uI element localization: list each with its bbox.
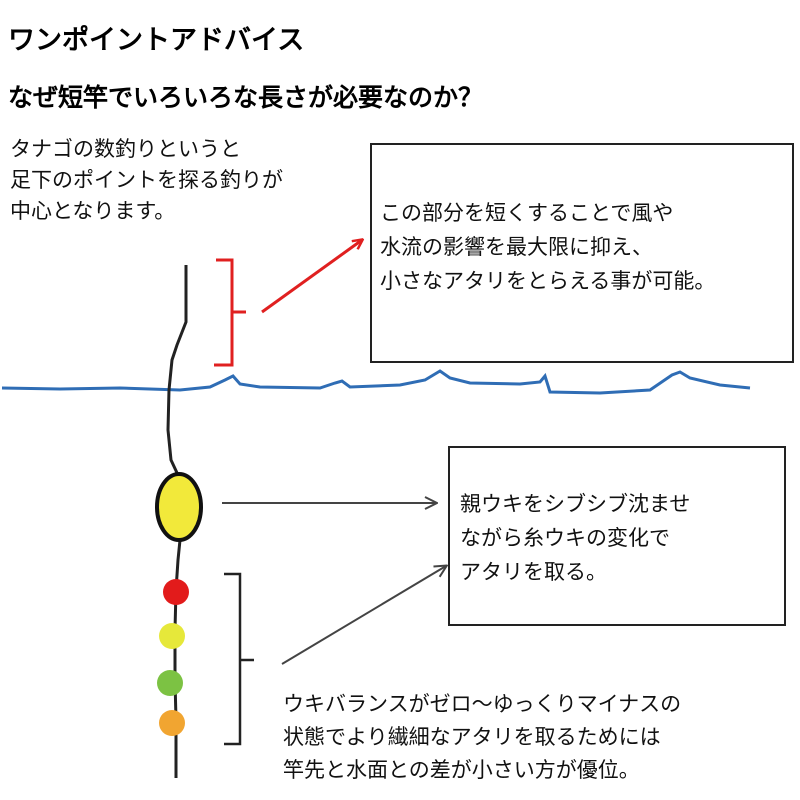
intro-line: タナゴの数釣りというと [10,137,241,161]
callout-rod-tip-text: この部分を短くすることで風や 水流の影響を最大限に抑え、 小さなアタリをとらえる… [380,196,715,298]
thread-float-green [157,670,183,696]
note-line: 竿先と水面との差が小さい方が優位。 [283,758,640,782]
page-title: ワンポイントアドバイス [8,25,305,56]
callout-box-rod-tip [370,143,794,363]
callout-line: ながら糸ウキの変化で [460,526,670,550]
thread-float-orange [159,710,185,736]
page-subtitle: なぜ短竿でいろいろな長さが必要なのか？ [8,83,484,112]
callout-line: 親ウキをシブシブ沈ませ [460,492,691,516]
callout-line: アタリを取る。 [460,560,607,584]
thread-float-yellow [159,623,185,649]
bracket-bottom [224,572,254,746]
bracket-top [214,258,246,367]
callout-box-float [448,446,786,626]
fishing-line-upper [166,265,188,476]
thread-float-red [163,579,189,605]
main-float [155,472,203,542]
intro-line: 足下のポイントを探る釣りが [10,168,283,192]
note-line: 状態でより繊細なアタリを取るためには [283,725,661,749]
callout-float-text: 親ウキをシブシブ沈ませ ながら糸ウキの変化で アタリを取る。 [460,487,690,589]
arrow-top [261,240,362,314]
arrow-beads [281,566,446,665]
fishing-line-lower [173,539,182,778]
intro-line: 中心となります。 [10,199,176,223]
water-surface-line [1,369,751,395]
callout-line: 小さなアタリをとらえる事が可能。 [380,269,716,293]
intro-text: タナゴの数釣りというと 足下のポイントを探る釣りが 中心となります。 [10,134,283,227]
callout-line: 水流の影響を最大限に抑え、 [380,235,653,259]
callout-line: この部分を短くすることで風や [380,201,674,225]
bottom-note-text: ウキバランスがゼロ〜ゆっくりマイナスの 状態でより繊細なアタリを取るためには 竿… [283,688,681,787]
note-line: ウキバランスがゼロ〜ゆっくりマイナスの [283,692,682,716]
